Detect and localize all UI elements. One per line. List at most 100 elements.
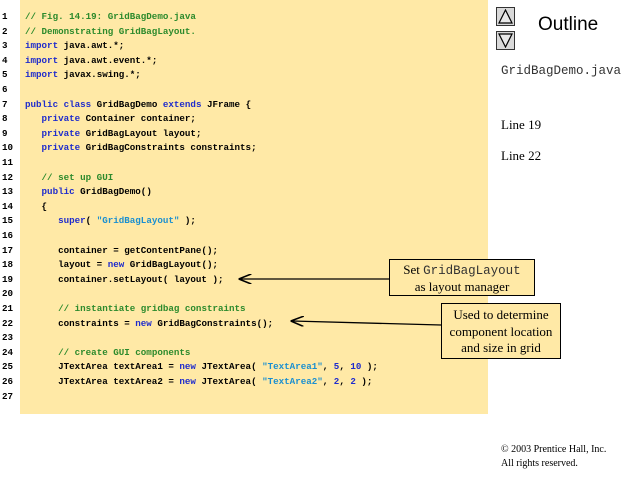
triangle-down-icon: [498, 33, 513, 48]
line-number: 6: [2, 84, 8, 95]
line-number: 10: [2, 142, 14, 154]
code-line: 27: [0, 390, 488, 404]
code-text: container.setLayout( layout );: [25, 273, 223, 287]
code-token: java.awt.event.*;: [58, 54, 158, 66]
code-token: JFrame {: [201, 98, 252, 110]
code-token: new: [107, 259, 125, 271]
line-number: 26: [2, 376, 14, 387]
code-text: container = getContentPane();: [25, 244, 218, 258]
line-number: 20: [2, 288, 14, 300]
code-token: super: [58, 215, 86, 227]
code-line: 3 import java.awt.*;: [0, 39, 488, 53]
code-token: constraints =: [25, 317, 136, 329]
code-text: // Demonstrating GridBagLayout.: [25, 25, 196, 39]
code-line: 4 import java.awt.event.*;: [0, 54, 488, 68]
code-text: JTextArea textArea2 = new JTextArea( "Te…: [25, 375, 372, 389]
code-token: private: [41, 113, 81, 125]
line-number: 14: [2, 200, 14, 212]
line-number: 15: [2, 215, 14, 227]
code-token: // set up GUI: [41, 171, 114, 183]
code-line: 23: [0, 331, 488, 345]
code-text: import java.awt.event.*;: [25, 54, 157, 68]
code-token: );: [179, 215, 196, 227]
code-line: 14 {: [0, 200, 488, 214]
code-text: public class GridBagDemo extends JFrame …: [25, 98, 251, 112]
code-token: java.awt.*;: [58, 40, 125, 52]
code-text: layout = new GridBagLayout();: [25, 258, 218, 272]
code-token: Container container;: [80, 113, 196, 125]
callout-code: GridBagLayout: [423, 264, 521, 278]
code-token: extends: [162, 98, 202, 110]
code-line: 9 private GridBagLayout layout;: [0, 127, 488, 141]
code-panel: [0, 0, 488, 414]
line-number: 9: [2, 127, 8, 139]
callout-line: Set GridBagLayout: [390, 262, 534, 279]
code-token: new: [135, 317, 152, 329]
code-line: 19 container.setLayout( layout );: [0, 273, 488, 287]
code-token: ,: [322, 376, 334, 387]
code-text: {: [25, 200, 48, 214]
code-token: javax.swing.*;: [58, 69, 141, 81]
callout-text: Used to determine: [453, 307, 549, 322]
copyright-notice: © 2003 Prentice Hall, Inc. All rights re…: [501, 443, 606, 471]
line-number: 12: [2, 171, 14, 183]
code-token: );: [361, 361, 378, 373]
code-token: private: [41, 142, 81, 154]
code-token: // instantiate gridbag constraints: [58, 303, 246, 314]
code-token: // Fig. 14.19: GridBagDemo.java: [25, 11, 196, 22]
code-token: // Demonstrating GridBagLayout.: [25, 25, 196, 37]
code-token: GridBagLayout();: [124, 259, 218, 271]
line-number: 17: [2, 244, 14, 256]
code-token: (: [85, 215, 97, 227]
code-line: 17 container = getContentPane();: [0, 244, 488, 258]
code-line: 8 private Container container;: [0, 112, 488, 126]
code-line: 21 // instantiate gridbag constraints: [0, 302, 488, 316]
code-line: 11: [0, 156, 488, 170]
triangle-up-icon: [498, 9, 513, 24]
code-line: 1 // Fig. 14.19: GridBagDemo.java: [0, 10, 488, 24]
code-token: 10: [350, 361, 362, 373]
code-token: 5: [333, 361, 340, 373]
code-token: GridBagConstraints constraints;: [80, 142, 257, 154]
code-text: private GridBagConstraints constraints;: [25, 141, 257, 155]
outline-line-ref: Line 22: [501, 148, 542, 163]
code-line: 6: [0, 83, 488, 97]
line-number: 16: [2, 230, 14, 241]
line-number: 27: [2, 390, 14, 402]
code-token: ,: [322, 361, 334, 373]
line-number: 3: [2, 40, 8, 52]
line-number: 1: [2, 11, 8, 22]
code-line: 2 // Demonstrating GridBagLayout.: [0, 25, 488, 39]
code-line: 20: [0, 287, 488, 301]
code-text: private GridBagLayout layout;: [25, 127, 202, 141]
outline-filename: GridBagDemo.java: [501, 64, 622, 78]
line-number: 8: [2, 113, 8, 125]
code-text: super( "GridBagLayout" );: [25, 214, 196, 228]
copyright-line: All rights reserved.: [501, 458, 578, 469]
code-token: ,: [339, 361, 351, 373]
code-token: container.setLayout( layout );: [25, 273, 224, 285]
outline-title: Outline: [538, 14, 599, 35]
line-number: 2: [2, 25, 8, 37]
code-token: 2: [350, 376, 356, 387]
code-token: import: [25, 40, 59, 52]
code-text: // create GUI components: [25, 346, 190, 360]
line-number: 13: [2, 186, 14, 198]
line-number: 4: [2, 54, 8, 66]
line-number: 24: [2, 346, 14, 358]
code-token: "TextArea2": [262, 376, 323, 387]
code-token: JTextArea(: [195, 361, 263, 373]
code-line: 12 // set up GUI: [0, 171, 488, 185]
code-token: );: [355, 376, 373, 387]
code-token: GridBagLayout layout;: [80, 127, 202, 139]
previous-slide-button[interactable]: [496, 7, 515, 26]
code-text: // Fig. 14.19: GridBagDemo.java: [25, 10, 196, 24]
line-number: 5: [2, 69, 8, 81]
code-token: private: [41, 127, 81, 139]
callout-text: Set: [403, 262, 424, 277]
code-token: "TextArea1": [262, 361, 323, 373]
code-token: JTextArea textArea1 =: [25, 361, 180, 373]
next-slide-button[interactable]: [496, 31, 515, 50]
line-number: 23: [2, 332, 14, 344]
